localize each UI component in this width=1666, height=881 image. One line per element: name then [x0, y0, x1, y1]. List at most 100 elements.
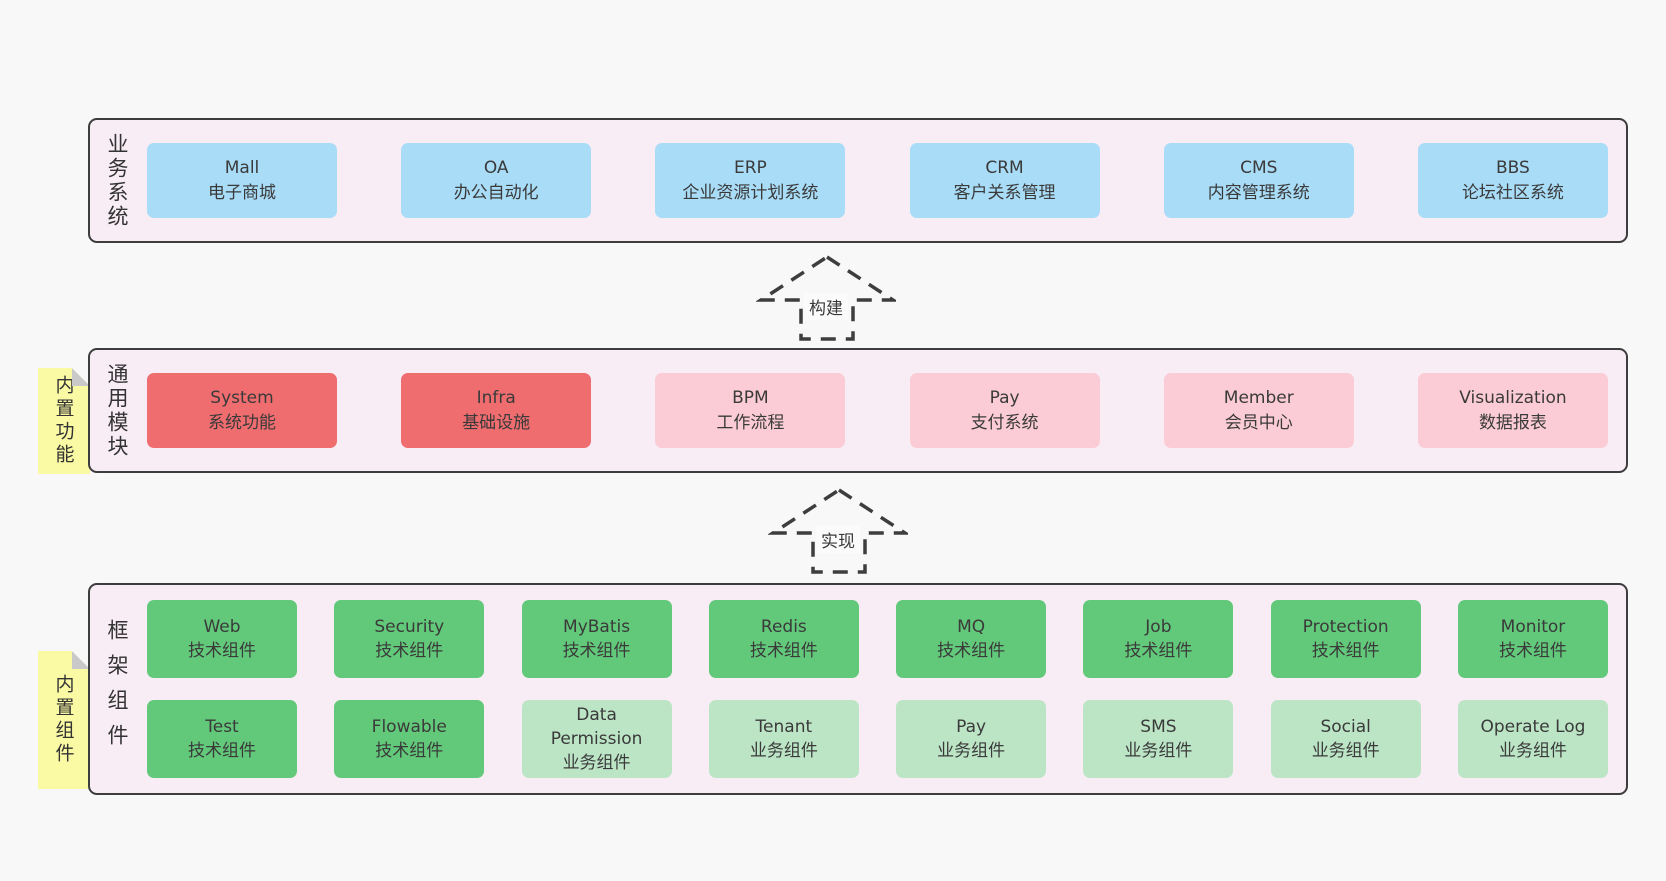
node-subtitle: 支付系统 — [970, 412, 1039, 433]
node-title: BBS — [1496, 158, 1530, 179]
node-title: Data Permission — [550, 704, 643, 749]
node-subtitle: 业务组件 — [749, 741, 818, 761]
node-title: MyBatis — [563, 616, 631, 637]
band-label-business-systems: 业务系统 — [105, 132, 129, 229]
sticky-note-label: 内置功能 — [52, 375, 75, 467]
arrow-label-build: 构建 — [804, 293, 848, 320]
node-title: Test — [205, 716, 239, 737]
node-subtitle: 业务组件 — [562, 753, 631, 774]
node-subtitle: 会员中心 — [1224, 412, 1293, 433]
node-title: Mall — [224, 158, 260, 179]
node-mq: MQ 技术组件 — [896, 600, 1047, 678]
node-visualization: Visualization 数据报表 — [1417, 373, 1608, 448]
node-monitor: Monitor 技术组件 — [1457, 600, 1608, 678]
node-flowable: Flowable 技术组件 — [334, 700, 485, 778]
node-title: Visualization — [1459, 388, 1567, 409]
arrow-label-implement: 实现 — [816, 526, 860, 553]
node-title: Redis — [760, 616, 807, 637]
node-title: Social — [1320, 716, 1371, 737]
node-subtitle: 电子商城 — [208, 182, 276, 203]
node-subtitle: 技术组件 — [375, 741, 444, 761]
node-oa: OA 办公自动化 — [401, 143, 592, 218]
business-systems-band: 业务系统 Mall 电子商城 OA 办公自动化 ERP 企业资源计划系统 CRM… — [88, 118, 1628, 243]
band-label-framework-components: 框架组件 — [105, 619, 129, 759]
node-subtitle: 技术组件 — [1498, 641, 1567, 661]
node-operate-log: Operate Log 业务组件 — [1457, 700, 1608, 778]
node-security: Security 技术组件 — [334, 600, 485, 678]
sticky-note-built-in-functions: 内置功能 — [38, 368, 90, 474]
framework-components-band: 框架组件 Web 技术组件 Security 技术组件 MyBatis 技术组件… — [88, 583, 1628, 795]
node-title: ERP — [733, 158, 767, 179]
node-sms: SMS 业务组件 — [1083, 700, 1234, 778]
node-subtitle: 办公自动化 — [453, 182, 539, 203]
node-title: MQ — [957, 616, 986, 637]
node-subtitle: 技术组件 — [1124, 641, 1193, 661]
node-subtitle: 论坛社区系统 — [1461, 182, 1564, 203]
node-title: SMS — [1140, 716, 1177, 737]
node-subtitle: 基础设施 — [462, 412, 531, 433]
band-label-common-modules: 通用模块 — [105, 362, 129, 459]
sticky-note-built-in-components: 内置组件 — [38, 651, 90, 789]
node-subtitle: 客户关系管理 — [953, 182, 1056, 203]
node-title: Infra — [476, 388, 516, 409]
node-subtitle: 工作流程 — [716, 412, 785, 433]
node-redis: Redis 技术组件 — [708, 600, 859, 678]
node-protection: Protection 技术组件 — [1270, 600, 1421, 678]
node-mybatis: MyBatis 技术组件 — [521, 600, 672, 678]
node-title: Tenant — [755, 716, 813, 737]
node-tenant: Tenant 业务组件 — [708, 700, 859, 778]
arrow-build: 构建 — [756, 253, 896, 343]
business-systems-row: Mall 电子商城 OA 办公自动化 ERP 企业资源计划系统 CRM 客户关系… — [147, 120, 1608, 241]
node-data-permission: Data Permission 业务组件 — [521, 700, 672, 778]
node-job: Job 技术组件 — [1083, 600, 1234, 678]
node-subtitle: 业务组件 — [1311, 741, 1380, 761]
node-title: Flowable — [371, 716, 447, 737]
node-subtitle: 技术组件 — [937, 641, 1006, 661]
node-infra: Infra 基础设施 — [401, 373, 592, 448]
arrow-implement: 实现 — [768, 486, 908, 576]
node-subtitle: 系统功能 — [208, 412, 276, 433]
node-web: Web 技术组件 — [147, 600, 297, 678]
node-social: Social 业务组件 — [1270, 700, 1421, 778]
node-title: Protection — [1302, 616, 1389, 637]
common-modules-row: System 系统功能 Infra 基础设施 BPM 工作流程 Pay 支付系统… — [147, 350, 1608, 471]
node-bpm: BPM 工作流程 — [655, 373, 846, 448]
node-title: Web — [203, 616, 241, 637]
node-subtitle: 业务组件 — [1498, 741, 1567, 761]
folded-corner-icon — [72, 368, 90, 386]
node-subtitle: 技术组件 — [188, 641, 256, 661]
node-title: OA — [483, 158, 509, 179]
node-subtitle: 业务组件 — [1124, 741, 1193, 761]
node-pay-biz: Pay 业务组件 — [896, 700, 1047, 778]
node-subtitle: 业务组件 — [937, 741, 1006, 761]
sticky-note-label: 内置组件 — [52, 674, 75, 766]
node-test: Test 技术组件 — [147, 700, 297, 778]
node-bbs: BBS 论坛社区系统 — [1417, 143, 1608, 218]
node-subtitle: 数据报表 — [1478, 412, 1547, 433]
node-system: System 系统功能 — [147, 373, 337, 448]
node-title: Monitor — [1500, 616, 1566, 637]
framework-components-grid: Web 技术组件 Security 技术组件 MyBatis 技术组件 Redi… — [147, 585, 1608, 793]
node-mall: Mall 电子商城 — [147, 143, 337, 218]
node-subtitle: 内容管理系统 — [1207, 182, 1310, 203]
node-title: CRM — [985, 158, 1024, 179]
node-subtitle: 企业资源计划系统 — [682, 182, 819, 203]
tech-components-row: Web 技术组件 Security 技术组件 MyBatis 技术组件 Redi… — [147, 600, 1608, 678]
node-cms: CMS 内容管理系统 — [1163, 143, 1354, 218]
node-title: Pay — [956, 716, 987, 737]
node-member: Member 会员中心 — [1163, 373, 1354, 448]
node-erp: ERP 企业资源计划系统 — [655, 143, 846, 218]
node-crm: CRM 客户关系管理 — [909, 143, 1100, 218]
node-subtitle: 技术组件 — [1311, 641, 1380, 661]
node-title: Security — [374, 616, 445, 637]
biz-components-row: Test 技术组件 Flowable 技术组件 Data Permission … — [147, 700, 1608, 778]
node-subtitle: 技术组件 — [749, 641, 818, 661]
common-modules-band: 通用模块 System 系统功能 Infra 基础设施 BPM 工作流程 Pay… — [88, 348, 1628, 473]
node-title: Job — [1145, 616, 1172, 637]
node-title: Member — [1223, 388, 1294, 409]
node-title: Operate Log — [1480, 716, 1586, 737]
node-subtitle: 技术组件 — [562, 641, 631, 661]
node-title: CMS — [1240, 158, 1278, 179]
folded-corner-icon — [72, 651, 90, 669]
node-title: Pay — [989, 388, 1020, 409]
